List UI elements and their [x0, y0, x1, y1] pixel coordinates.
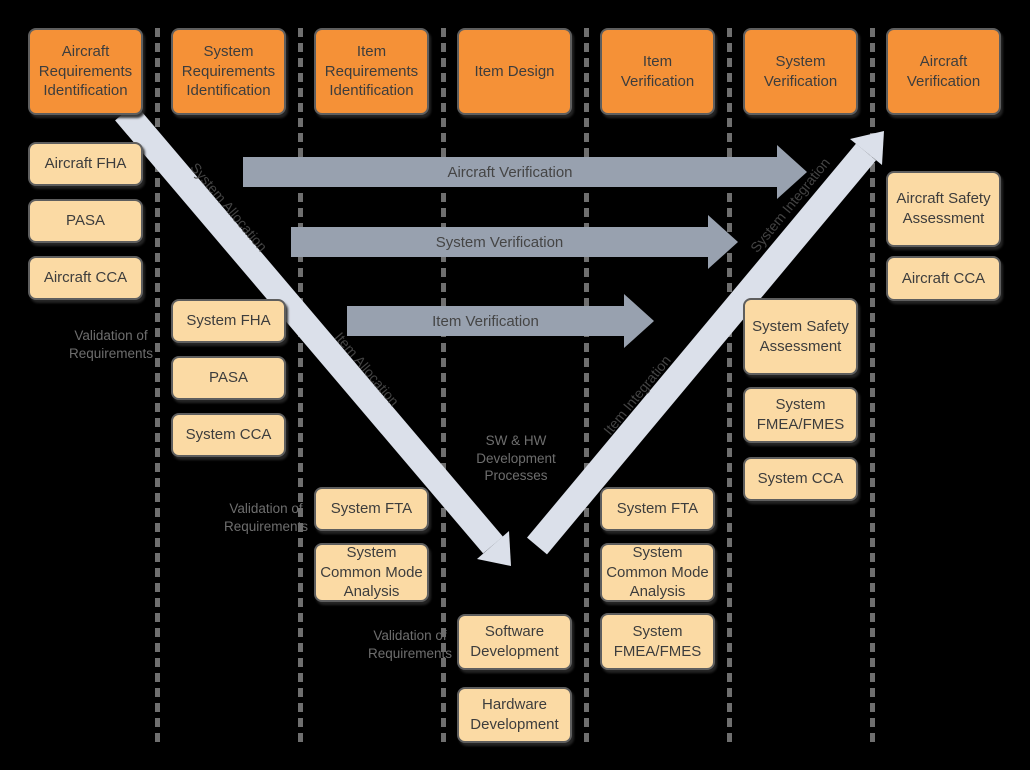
header-system-requirements-identification: System Requirements Identification [171, 28, 286, 115]
box-system-fta-right: System FTA [600, 487, 715, 531]
box-system-cca-right: System CCA [743, 457, 858, 501]
column-divider [155, 28, 160, 748]
item-verification-arrow: Item Verification [347, 294, 654, 348]
header-item-design: Item Design [457, 28, 572, 115]
box-system-fha: System FHA [171, 299, 286, 343]
header-aircraft-verification: Aircraft Verification [886, 28, 1001, 115]
column-divider [298, 28, 303, 748]
box-system-fmea-fmes: System FMEA/FMES [743, 387, 858, 443]
box-system-safety-assessment: System Safety Assessment [743, 298, 858, 375]
validation-note-aircraft: Validation of Requirements [68, 328, 154, 361]
box-aircraft-fha: Aircraft FHA [28, 142, 143, 186]
aircraft-verification-arrow-label: Aircraft Verification [447, 163, 573, 181]
integration-band-arrowhead-icon [850, 131, 884, 165]
sw-hw-development-note: SW & HW Development Processes [476, 433, 556, 484]
box-system-common-mode-analysis-left: System Common Mode Analysis [314, 543, 429, 602]
column-divider [727, 28, 732, 748]
validation-note-item: Validation of Requirements [367, 628, 453, 661]
box-software-development: Software Development [457, 614, 572, 670]
box-pasa-aircraft: PASA [28, 199, 143, 243]
box-pasa-system: PASA [171, 356, 286, 400]
arrowhead-icon [624, 294, 654, 348]
box-system-fmea-fmes-item: System FMEA/FMES [600, 613, 715, 670]
box-aircraft-cca: Aircraft CCA [28, 256, 143, 300]
system-verification-arrow: System Verification [291, 215, 738, 269]
system-verification-arrow-label: System Verification [435, 233, 564, 251]
column-divider [584, 28, 589, 748]
header-item-verification: Item Verification [600, 28, 715, 115]
header-system-verification: System Verification [743, 28, 858, 115]
box-aircraft-cca-right: Aircraft CCA [886, 256, 1001, 301]
aircraft-verification-arrow: Aircraft Verification [243, 145, 807, 199]
allocation-band-arrowhead-icon [477, 531, 511, 566]
box-aircraft-safety-assessment: Aircraft Safety Assessment [886, 171, 1001, 247]
item-verification-arrow-label: Item Verification [432, 312, 539, 330]
box-system-common-mode-analysis-right: System Common Mode Analysis [600, 543, 715, 602]
header-item-requirements-identification: Item Requirements Identification [314, 28, 429, 115]
box-system-fta-left: System FTA [314, 487, 429, 531]
box-hardware-development: Hardware Development [457, 687, 572, 743]
box-system-cca-left: System CCA [171, 413, 286, 457]
column-divider [870, 28, 875, 748]
header-aircraft-requirements-identification: Aircraft Requirements Identification [28, 28, 143, 115]
